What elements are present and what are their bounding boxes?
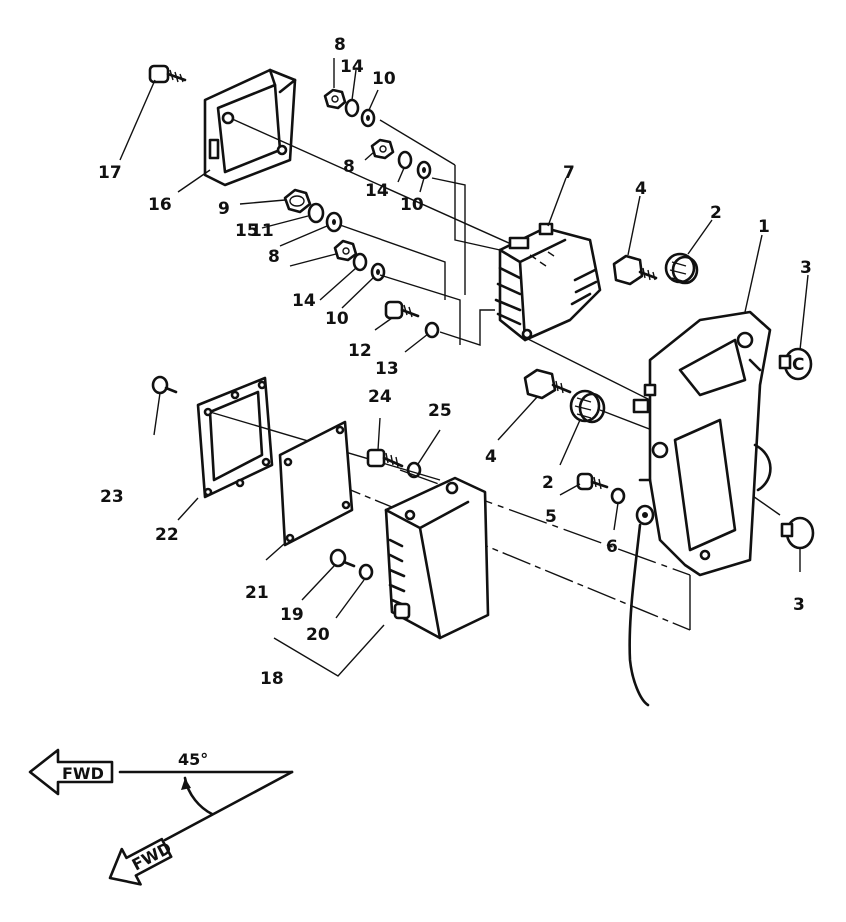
callout-19: 19 [280,605,304,625]
part-19-screw [329,548,356,568]
part-23-screw [151,375,178,395]
callout-18: 18 [260,669,284,689]
callout-leaders [119,58,809,677]
fwd-label-upper: FWD [62,764,104,783]
callout-24: 24 [368,387,392,407]
part-8-nut-top [323,88,347,110]
callout-13: 13 [375,359,399,379]
fwd-arrow-lower-icon: FWD [108,837,175,886]
callout-9: 9 [218,199,230,219]
part-13-washer [424,321,440,339]
part-14-washer-low [352,252,368,272]
part-15-washer [307,202,325,224]
part-22-gasket-frame [196,376,274,499]
callout-7: 7 [563,163,575,183]
callout-14-top: 14 [340,57,364,77]
part-12-screw [384,300,420,320]
callout-17: 17 [98,163,122,183]
part-10-washer-top [360,108,376,128]
callout-11: 11 [250,221,274,241]
callout-labels: 1 2 2 3 3 4 4 5 6 7 8 8 8 9 10 10 10 11 … [98,35,812,689]
part-6-washer [610,487,626,505]
callout-21: 21 [245,583,269,603]
part-17-screw [148,64,187,84]
callout-3-lower: 3 [793,595,805,615]
part-10-washer-low [370,262,386,282]
angle-label: 45° [178,750,208,769]
part-3-cap-lower [780,516,815,550]
part-2-grommet-upper [664,252,699,285]
callout-4-lower: 4 [485,447,497,467]
part-14-washer-mid [397,150,413,170]
callout-10-mid: 10 [400,195,424,215]
part-10-washer-mid [416,160,432,180]
callout-10-low: 10 [325,309,349,329]
part-20-washer [358,563,374,581]
callout-14-mid: 14 [365,181,389,201]
callout-16: 16 [148,195,172,215]
orientation-indicator: FWD 45° FWD [28,748,294,886]
callout-4-upper: 4 [635,179,647,199]
part-14-washer-top [344,98,360,118]
callout-3-upper: 3 [800,258,812,278]
part-2-grommet-lower [569,389,606,424]
callout-8-mid: 8 [343,157,355,177]
callout-12: 12 [348,341,372,361]
part-25-washer [406,461,422,479]
part-1-bracket [632,310,772,577]
part-5-screw [576,472,609,491]
callout-2-upper: 2 [710,203,722,223]
part-21-plate [278,420,354,547]
cap-letter-upper: C [792,355,804,375]
part-9-nut [283,188,312,214]
callout-23: 23 [100,487,124,507]
fwd-arrow-upper-icon [28,748,114,796]
callout-1: 1 [758,217,770,237]
callout-2-lower: 2 [542,473,554,493]
callout-8-low: 8 [268,247,280,267]
part-8-nut-low [333,239,358,262]
callout-5: 5 [545,507,557,527]
part-4-bolt-lower [523,368,572,400]
callout-25: 25 [428,401,452,421]
callout-20: 20 [306,625,330,645]
part-18-regulator-box [384,476,490,640]
part-3-cap-upper: C [778,347,813,381]
part-24-bolt [366,448,404,468]
callout-10-top: 10 [372,69,396,89]
part-7-cdi-unit [494,222,602,342]
part-4-bolt-upper [612,254,658,286]
part-11-washer [325,211,343,233]
callout-8-top: 8 [334,35,346,55]
callout-15: 15 [235,221,259,241]
callout-22: 22 [155,525,179,545]
callout-6: 6 [606,537,618,557]
ground-lead [628,504,655,707]
part-16-cover-frame [203,68,297,187]
callout-14-low: 14 [292,291,316,311]
part-8-nut-mid [370,138,395,160]
